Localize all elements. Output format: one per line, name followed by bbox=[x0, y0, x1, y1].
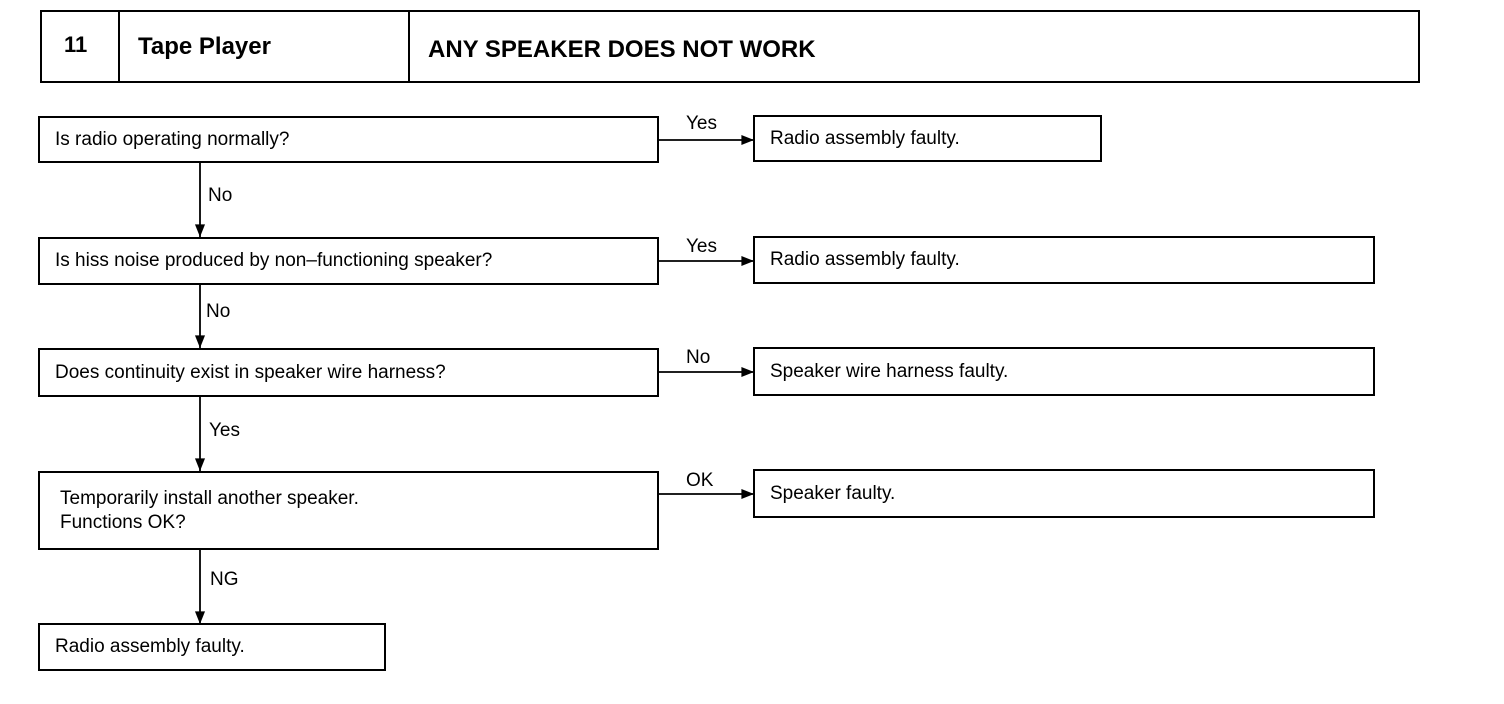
branch-label-3: No bbox=[686, 347, 711, 368]
page-title: ANY SPEAKER DOES NOT WORK bbox=[428, 36, 816, 63]
result-box-2: Radio assembly faulty. bbox=[753, 236, 1375, 284]
result-text-3: Speaker wire harness faulty. bbox=[770, 360, 1009, 382]
branch-label-4: OK bbox=[686, 470, 714, 491]
result-box-1: Radio assembly faulty. bbox=[753, 115, 1102, 162]
question-text-3: Does continuity exist in speaker wire ha… bbox=[55, 361, 446, 383]
down-label-4: NG bbox=[210, 569, 239, 590]
section-number: 11 bbox=[42, 12, 120, 81]
result-text-2: Radio assembly faulty. bbox=[770, 249, 960, 270]
result-box-4: Speaker faulty. bbox=[753, 469, 1375, 518]
result-text-1: Radio assembly faulty. bbox=[770, 127, 960, 149]
question-box-2: Is hiss noise produced by non–functionin… bbox=[38, 237, 659, 285]
final-result-text: Radio assembly faulty. bbox=[55, 636, 245, 657]
system-name: Tape Player bbox=[120, 12, 410, 81]
result-text-4: Speaker faulty. bbox=[770, 482, 896, 504]
question-box-3: Does continuity exist in speaker wire ha… bbox=[38, 348, 659, 397]
question-text-4: Temporarily install another speaker. Fun… bbox=[60, 487, 359, 533]
question-text-2: Is hiss noise produced by non–functionin… bbox=[55, 250, 493, 271]
final-result-box: Radio assembly faulty. bbox=[38, 623, 386, 671]
branch-label-2: Yes bbox=[686, 236, 717, 257]
result-box-3: Speaker wire harness faulty. bbox=[753, 347, 1375, 396]
down-label-3: Yes bbox=[209, 420, 240, 441]
question-box-1: Is radio operating normally? bbox=[38, 116, 659, 163]
question-text-1: Is radio operating normally? bbox=[55, 128, 290, 150]
down-label-2: No bbox=[206, 301, 231, 322]
down-label-1: No bbox=[208, 185, 233, 206]
branch-label-1: Yes bbox=[686, 113, 717, 134]
header-table: 11 Tape Player ANY SPEAKER DOES NOT WORK bbox=[40, 10, 1420, 83]
question-box-4: Temporarily install another speaker. Fun… bbox=[38, 471, 659, 550]
